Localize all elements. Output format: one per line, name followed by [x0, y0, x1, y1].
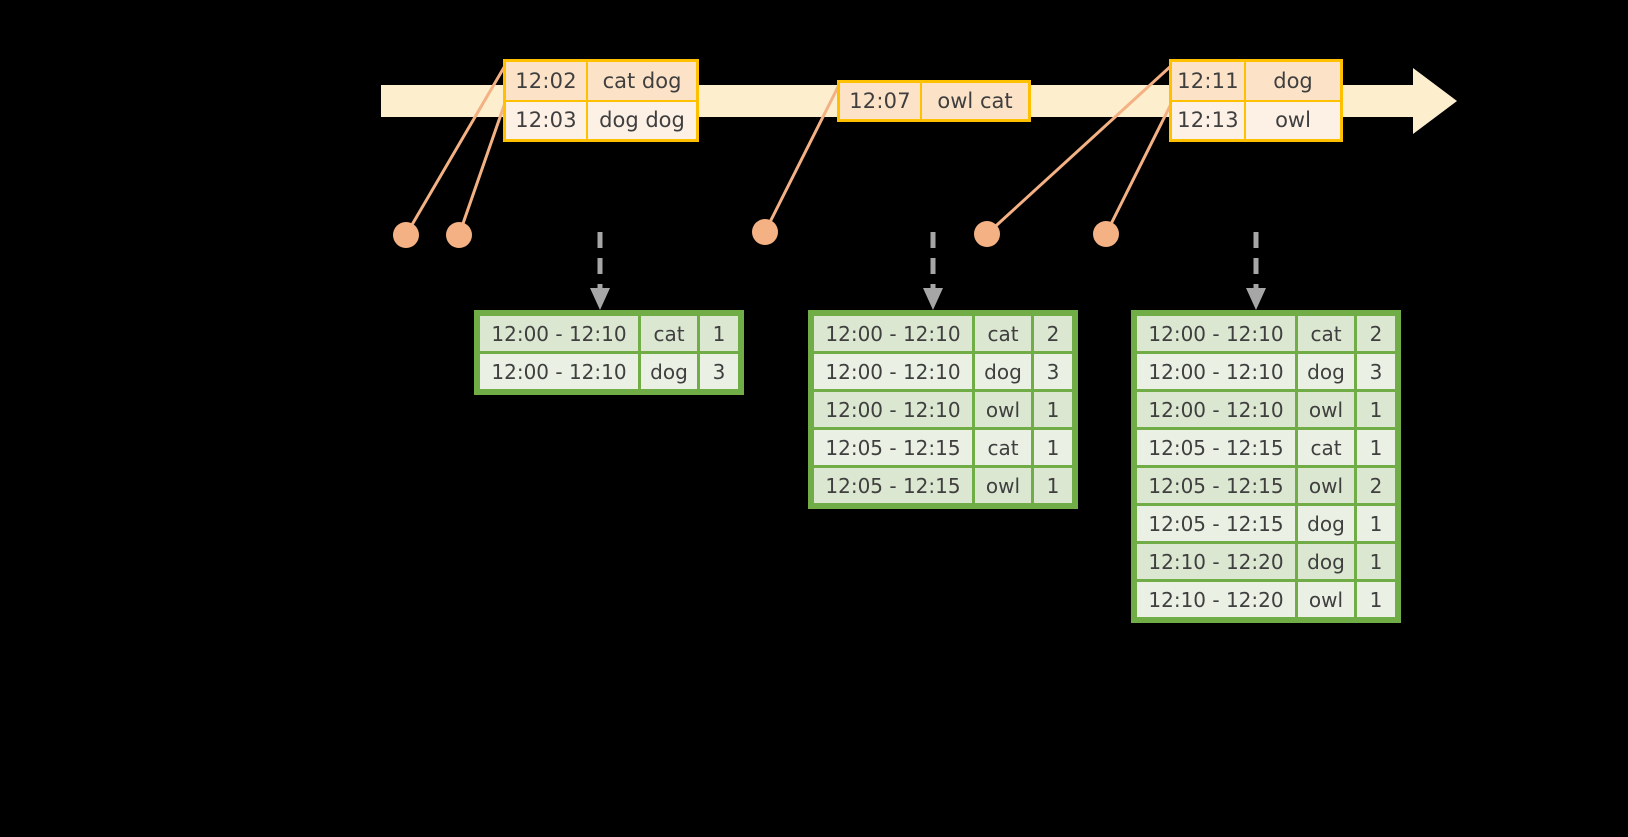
timeline-bar-segment-left	[381, 85, 508, 117]
cell-window: 12:00 - 12:10	[1137, 392, 1295, 427]
cell-count: 1	[1034, 468, 1072, 503]
cell-window: 12:05 - 12:15	[814, 468, 972, 503]
cell-window: 12:10 - 12:20	[1137, 544, 1295, 579]
cell-word: owl	[1298, 468, 1354, 503]
cell-count: 3	[1034, 354, 1072, 389]
cell-word: cat	[975, 316, 1031, 351]
cell-count: 2	[1357, 316, 1395, 351]
cell-word: owl	[975, 468, 1031, 503]
cell-word: dog	[1298, 506, 1354, 541]
cell-count: 2	[1034, 316, 1072, 351]
connector-line-2	[457, 99, 508, 236]
event-time: 12:11	[1172, 62, 1246, 100]
cell-window: 12:05 - 12:15	[1137, 468, 1295, 503]
cell-count: 1	[1034, 430, 1072, 465]
cell-count: 1	[1357, 544, 1395, 579]
cell-window: 12:05 - 12:15	[814, 430, 972, 465]
cell-count: 1	[1357, 506, 1395, 541]
dashed-arrow-1-icon	[590, 232, 610, 310]
cell-word: owl	[1298, 392, 1354, 427]
cell-count: 3	[700, 354, 738, 389]
cell-word: dog	[1298, 354, 1354, 389]
cell-window: 12:00 - 12:10	[814, 316, 972, 351]
dashed-arrow-3-icon	[1246, 232, 1266, 310]
connector-line-5	[1104, 101, 1174, 235]
cell-count: 1	[1357, 430, 1395, 465]
event-box-3[interactable]: 12:11 dog 12:13 owl	[1169, 59, 1343, 142]
cell-word: dog	[1298, 544, 1354, 579]
event-words: dog	[1273, 68, 1313, 93]
dashed-arrow-2-icon	[923, 232, 943, 310]
event-row: 12:13 owl	[1172, 99, 1340, 139]
cell-window: 12:10 - 12:20	[1137, 582, 1295, 617]
cell-window: 12:00 - 12:10	[480, 354, 638, 389]
event-row: 12:03 dog dog	[506, 99, 696, 139]
cell-window: 12:00 - 12:10	[1137, 316, 1295, 351]
cell-count: 1	[1357, 392, 1395, 427]
cell-word: cat	[975, 430, 1031, 465]
cell-window: 12:05 - 12:15	[1137, 430, 1295, 465]
cell-word: dog	[641, 354, 697, 389]
cell-count: 1	[1034, 392, 1072, 427]
connector-dot-3[interactable]	[752, 219, 778, 245]
cell-window: 12:00 - 12:10	[1137, 354, 1295, 389]
connector-dot-4[interactable]	[974, 221, 1000, 247]
timeline-bar-segment-right	[1340, 85, 1414, 117]
event-words: cat dog	[602, 68, 682, 93]
cell-word: dog	[975, 354, 1031, 389]
event-time: 12:07	[840, 83, 922, 119]
cell-window: 12:00 - 12:10	[814, 354, 972, 389]
cell-word: owl	[1298, 582, 1354, 617]
connector-dot-2[interactable]	[446, 222, 472, 248]
cell-word: cat	[641, 316, 697, 351]
cell-count: 3	[1357, 354, 1395, 389]
cell-count: 1	[1357, 582, 1395, 617]
cell-count: 1	[700, 316, 738, 351]
event-box-1[interactable]: 12:02 cat dog 12:03 dog dog	[503, 59, 699, 142]
connector-dot-5[interactable]	[1093, 221, 1119, 247]
cell-window: 12:05 - 12:15	[1137, 506, 1295, 541]
cell-window: 12:00 - 12:10	[480, 316, 638, 351]
event-row: 12:07 owl cat	[840, 83, 1028, 119]
cell-word: cat	[1298, 430, 1354, 465]
timeline-bar-segment-mid-right	[1028, 85, 1174, 117]
event-box-2[interactable]: 12:07 owl cat	[837, 80, 1031, 122]
timeline-bar-segment-mid-left	[694, 85, 842, 117]
connector-dot-1[interactable]	[393, 222, 419, 248]
event-words: owl cat	[937, 89, 1013, 113]
event-words: owl	[1275, 108, 1311, 133]
event-time: 12:03	[506, 101, 588, 139]
cell-window: 12:00 - 12:10	[814, 392, 972, 427]
timeline-arrowhead-icon	[1413, 68, 1457, 134]
cell-word: cat	[1298, 316, 1354, 351]
event-row: 12:11 dog	[1172, 62, 1340, 100]
cell-count: 2	[1357, 468, 1395, 503]
event-words: dog dog	[599, 108, 685, 133]
event-time: 12:02	[506, 62, 588, 100]
event-row: 12:02 cat dog	[506, 62, 696, 100]
event-time: 12:13	[1172, 101, 1246, 139]
cell-word: owl	[975, 392, 1031, 427]
